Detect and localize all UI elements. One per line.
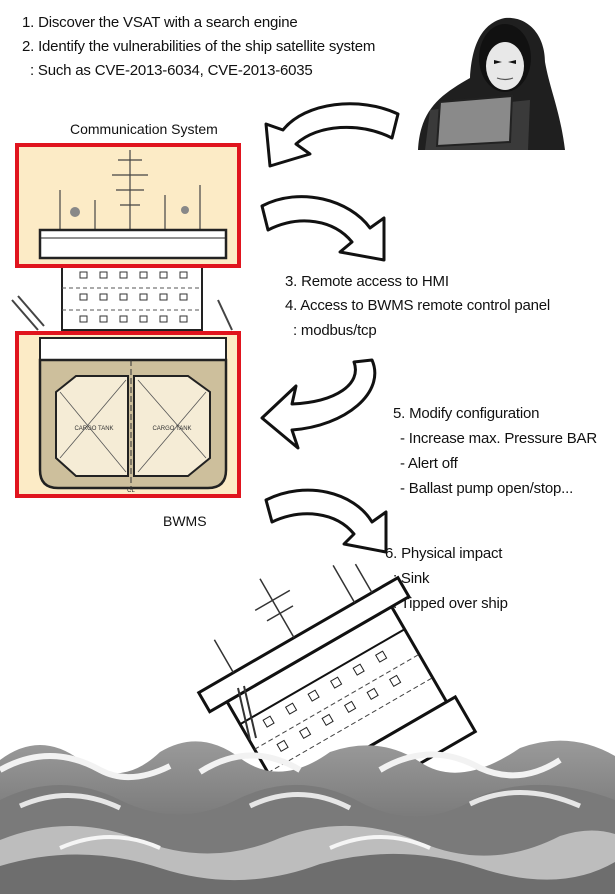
step-2-text: 2. Identify the vulnerabilities of the s… xyxy=(22,38,376,55)
step-3-text: 3. Remote access to HMI xyxy=(285,273,449,290)
centerline-label: CL xyxy=(127,488,135,494)
ship-cross-section xyxy=(11,143,241,498)
step-6-item: : Tipped over ship xyxy=(393,595,508,612)
communication-system-label: Communication System xyxy=(70,121,218,137)
cargo-tank-left-label: CARGO TANK xyxy=(74,426,113,432)
capsizing-ship-illustration xyxy=(0,563,615,894)
cargo-tank-right-label: CARGO TANK xyxy=(152,426,191,432)
step-2-detail: : Such as CVE-2013-6034, CVE-2013-6035 xyxy=(30,62,313,79)
hacker-icon xyxy=(418,17,565,150)
step-1-text: 1. Discover the VSAT with a search engin… xyxy=(22,14,298,31)
step-6-text: 6. Physical impact xyxy=(385,545,503,562)
step-5-item: - Ballast pump open/stop... xyxy=(400,480,574,497)
step-5-item: - Increase max. Pressure BAR xyxy=(400,430,597,447)
step-4-text: 4. Access to BWMS remote control panel xyxy=(285,297,551,314)
step-5-text: 5. Modify configuration xyxy=(393,405,540,422)
arrow-to-physical-impact xyxy=(264,488,388,554)
step-4-detail: : modbus/tcp xyxy=(293,322,377,339)
arrow-to-bwms xyxy=(260,358,377,450)
bwms-label: BWMS xyxy=(163,513,207,529)
arrow-to-communication-system xyxy=(264,102,400,168)
step-5-item: - Alert off xyxy=(400,455,458,472)
arrow-to-hmi xyxy=(260,195,386,262)
